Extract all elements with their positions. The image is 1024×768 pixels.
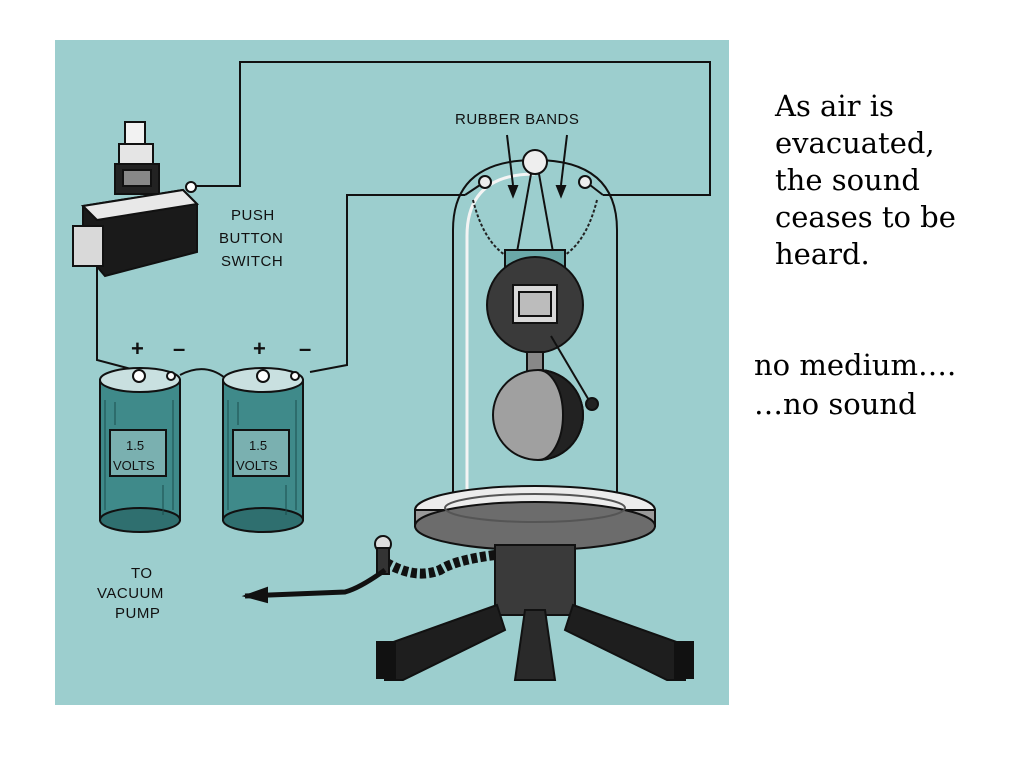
circuit-wires — [96, 61, 711, 379]
label-button: BUTTON — [219, 230, 283, 247]
push-button-switch — [72, 121, 200, 278]
caption-line: evacuated, — [775, 126, 935, 160]
label-to: TO — [131, 565, 153, 582]
battery-left-minus: – — [173, 336, 185, 361]
diagram-illustration: RUBBER BANDS PUSH BUTTON SWITCH + – + – … — [72, 61, 711, 681]
caption-line: ceases to be — [775, 200, 956, 234]
battery-right — [222, 367, 304, 533]
vacuum-hose — [241, 535, 496, 604]
label-rubber-bands: RUBBER BANDS — [455, 111, 579, 128]
conclusion-text: no medium…. …no sound — [754, 346, 1019, 424]
bell-jar-diagram: RUBBER BANDS PUSH BUTTON SWITCH + – + – … — [55, 40, 729, 705]
label-push: PUSH — [231, 207, 275, 224]
battery-right-voltage: 1.5 — [249, 438, 267, 453]
battery-right-plus: + — [253, 336, 266, 361]
conclusion-line: …no sound — [754, 387, 917, 421]
label-switch: SWITCH — [221, 253, 283, 270]
battery-left-voltage: 1.5 — [126, 438, 144, 453]
conclusion-line: no medium…. — [754, 348, 957, 382]
battery-left — [99, 367, 181, 533]
caption-line: heard. — [775, 237, 870, 271]
battery-right-volts: VOLTS — [236, 458, 278, 473]
caption-line: the sound — [775, 163, 920, 197]
battery-right-minus: – — [299, 336, 311, 361]
caption-text: As air is evacuated, the sound ceases to… — [775, 88, 1015, 273]
battery-left-plus: + — [131, 336, 144, 361]
battery-left-volts: VOLTS — [113, 458, 155, 473]
jar-terminals — [464, 134, 604, 256]
vacuum-plate-stand — [376, 485, 694, 681]
label-pump: PUMP — [115, 605, 160, 622]
electric-bell — [486, 249, 599, 461]
caption-line: As air is — [775, 89, 894, 123]
label-vacuum: VACUUM — [97, 585, 164, 602]
